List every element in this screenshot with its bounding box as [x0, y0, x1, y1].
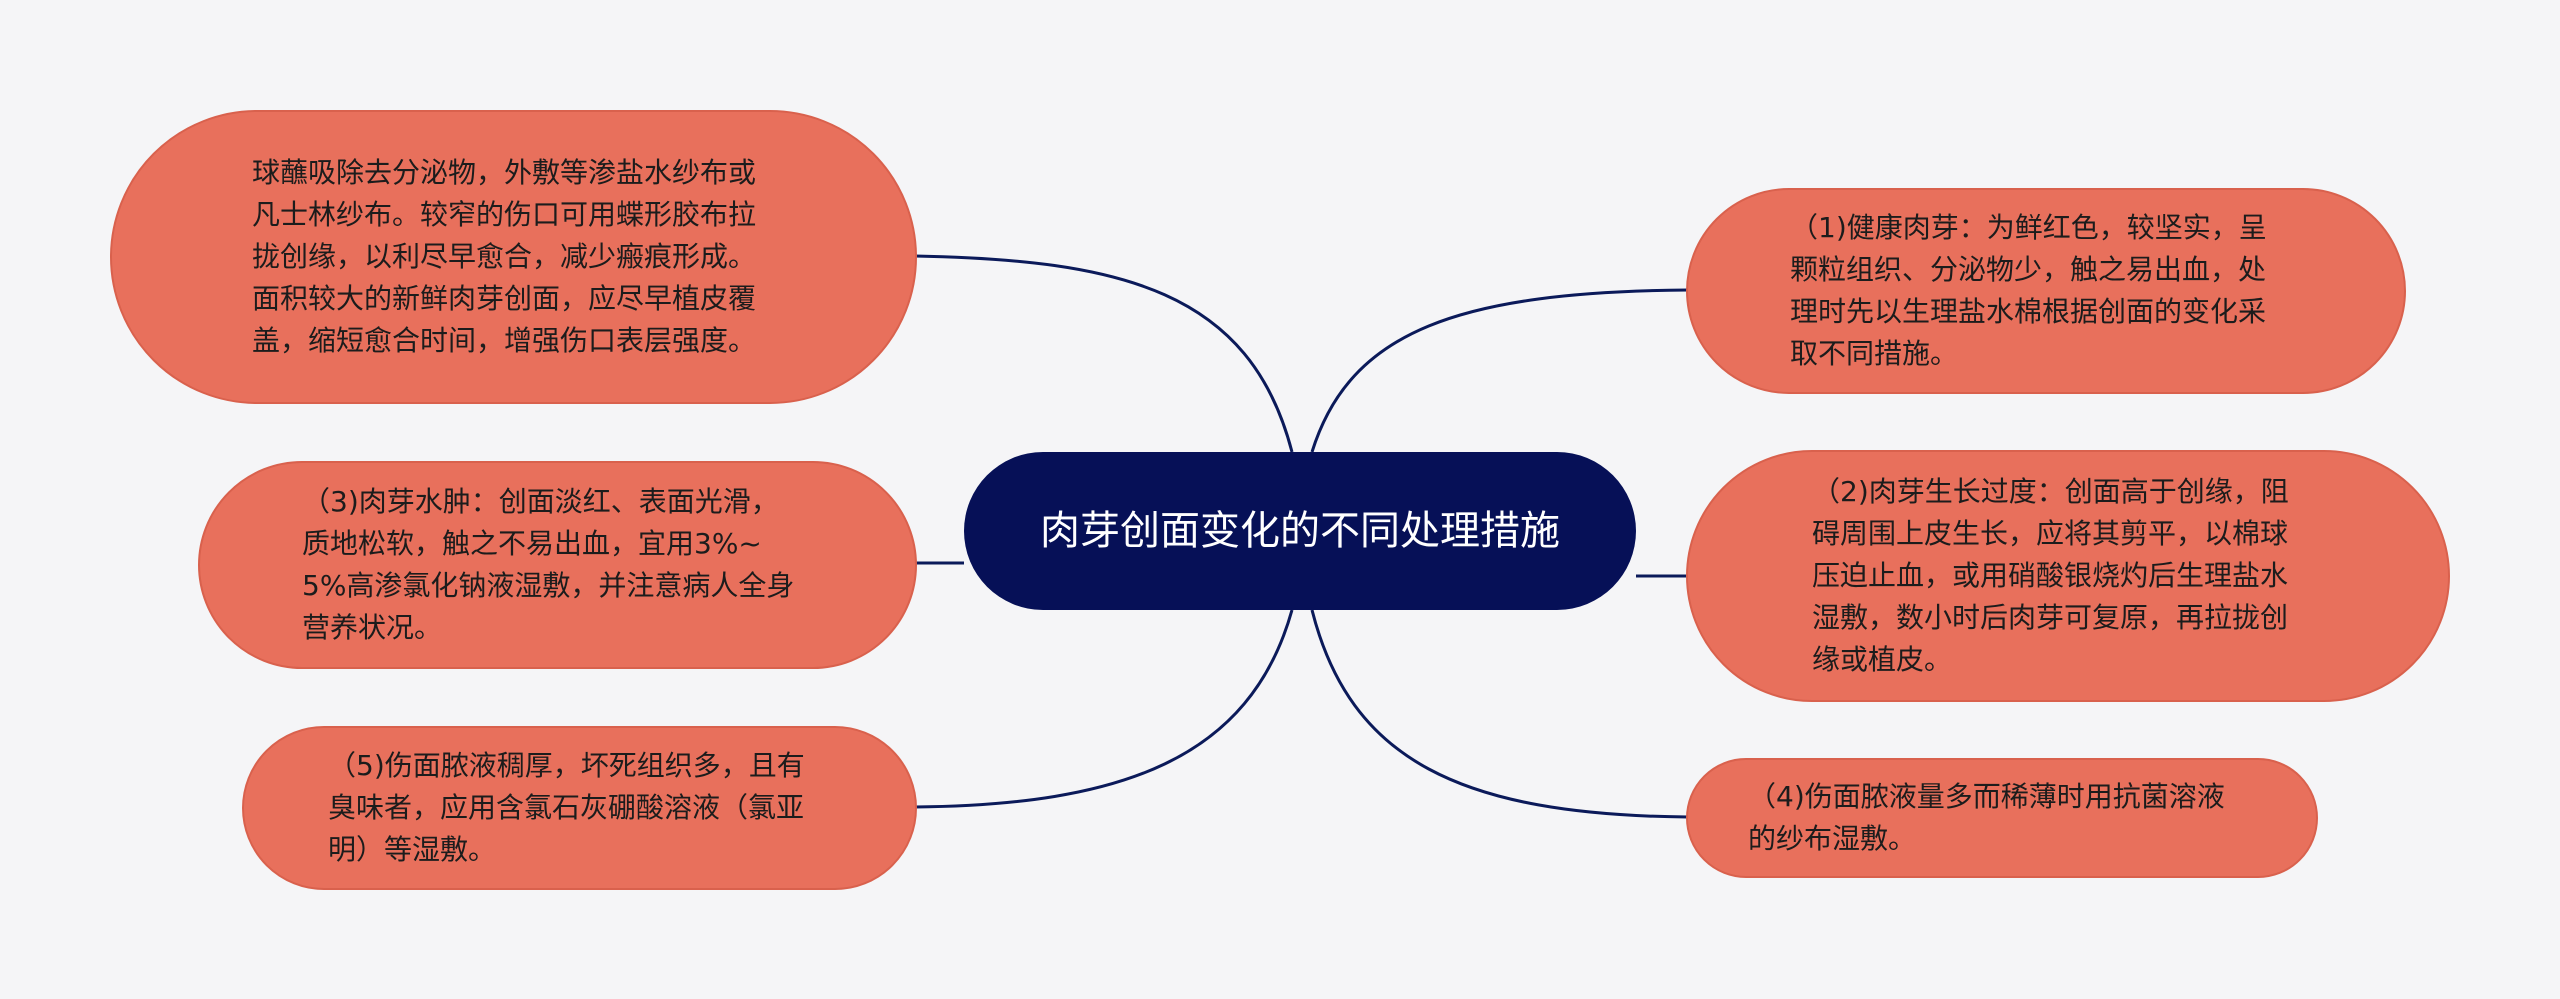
link-left-bottom [914, 609, 1294, 809]
link-right-bottom [1310, 609, 1689, 819]
node-left-bottom-text: （5)伤面脓液稠厚，坏死组织多，且有臭味者，应用含氯石灰硼酸溶液（氯亚明）等湿敷… [328, 749, 805, 866]
root-node-title: 肉芽创面变化的不同处理措施 [1040, 508, 1560, 554]
node-left-mid-text: （3)肉芽水肿：创面淡红、表面光滑，质地松软，触之不易出血，宜用3%~5%高渗氯… [302, 485, 795, 644]
node-right-mid[interactable]: （2)肉芽生长过度：创面高于创缘，阻碍周围上皮生长，应将其剪平，以棉球压迫止血，… [1686, 450, 2450, 702]
root-node[interactable]: 肉芽创面变化的不同处理措施 [964, 452, 1636, 610]
link-left-top [914, 254, 1294, 453]
node-left-bottom[interactable]: （5)伤面脓液稠厚，坏死组织多，且有臭味者，应用含氯石灰硼酸溶液（氯亚明）等湿敷… [242, 726, 917, 890]
link-right-top [1310, 288, 1689, 453]
node-left-mid[interactable]: （3)肉芽水肿：创面淡红、表面光滑，质地松软，触之不易出血，宜用3%~5%高渗氯… [198, 461, 917, 669]
node-right-mid-text: （2)肉芽生长过度：创面高于创缘，阻碍周围上皮生长，应将其剪平，以棉球压迫止血，… [1812, 475, 2289, 676]
node-left-top[interactable]: 球蘸吸除去分泌物，外敷等渗盐水纱布或凡士林纱布。较窄的伤口可用蝶形胶布拉拢创缘，… [110, 110, 917, 404]
node-right-bottom-text: （4)伤面脓液量多而稀薄时用抗菌溶液的纱布湿敷。 [1748, 780, 2225, 855]
node-right-top-text: （1)健康肉芽：为鲜红色，较坚实，呈颗粒组织、分泌物少，触之易出血，处理时先以生… [1790, 211, 2267, 370]
node-left-top-text: 球蘸吸除去分泌物，外敷等渗盐水纱布或凡士林纱布。较窄的伤口可用蝶形胶布拉拢创缘，… [252, 156, 757, 357]
node-right-top[interactable]: （1)健康肉芽：为鲜红色，较坚实，呈颗粒组织、分泌物少，触之易出血，处理时先以生… [1686, 188, 2406, 394]
node-right-bottom[interactable]: （4)伤面脓液量多而稀薄时用抗菌溶液的纱布湿敷。 [1686, 758, 2318, 878]
